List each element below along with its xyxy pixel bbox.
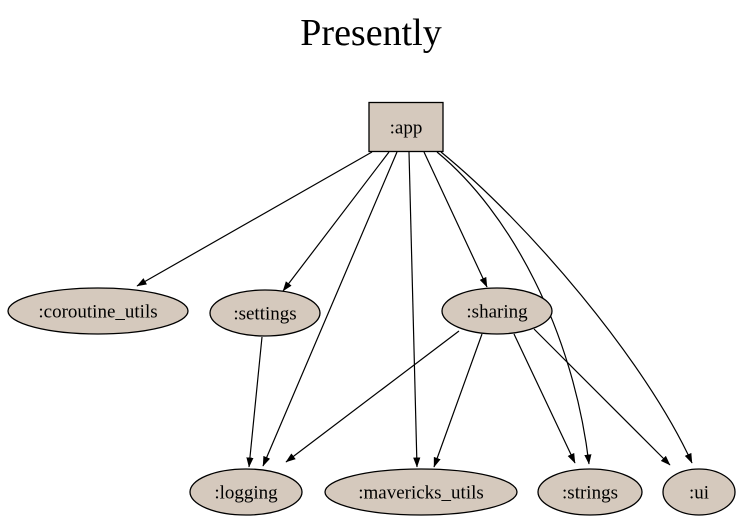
edge-sharing-to-mavericks_utils xyxy=(433,333,483,468)
node-coroutine_utils-ellipse xyxy=(7,287,189,335)
node-ui-label: :ui xyxy=(689,483,709,504)
node-ui: :ui xyxy=(662,468,736,516)
node-logging: :logging xyxy=(189,468,303,516)
edge-app-to-ui xyxy=(440,151,693,464)
node-mavericks_utils: :mavericks_utils xyxy=(324,468,518,516)
node-ui-ellipse xyxy=(662,468,736,516)
node-settings-ellipse xyxy=(209,289,321,337)
node-strings-label: :strings xyxy=(562,483,618,504)
node-app: :app xyxy=(368,101,444,153)
edge-app-to-coroutine_utils xyxy=(136,151,373,287)
edge-app-to-sharing xyxy=(423,151,488,288)
nodes-layer: :app :coroutine_utils :settings :sharing :lo… xyxy=(7,101,736,516)
node-strings-ellipse xyxy=(537,468,643,516)
edges-layer xyxy=(136,151,693,468)
node-logging-ellipse xyxy=(189,468,303,516)
node-coroutine_utils-label: :coroutine_utils xyxy=(38,302,157,323)
node-mavericks_utils-ellipse xyxy=(324,468,518,516)
node-settings-label: :settings xyxy=(233,304,296,325)
edge-app-to-mavericks_utils xyxy=(408,151,421,468)
edge-app-to-strings xyxy=(436,151,592,465)
edge-sharing-to-logging xyxy=(285,330,460,463)
node-app-label: :app xyxy=(390,118,423,139)
node-logging-label: :logging xyxy=(214,483,278,504)
edge-app-to-settings xyxy=(282,151,390,292)
edge-app-to-logging xyxy=(262,151,398,467)
node-mavericks_utils-label: :mavericks_utils xyxy=(358,483,484,504)
node-strings: :strings xyxy=(537,468,643,516)
edge-settings-to-logging xyxy=(246,336,263,468)
edge-sharing-to-ui xyxy=(533,328,671,466)
node-app-box xyxy=(368,101,444,153)
graph-title: Presently xyxy=(300,12,441,54)
node-coroutine_utils: :coroutine_utils xyxy=(7,287,189,335)
node-sharing-ellipse xyxy=(441,287,553,335)
node-sharing-label: :sharing xyxy=(466,302,528,323)
edge-sharing-to-strings xyxy=(513,333,576,464)
node-settings: :settings xyxy=(209,289,321,337)
node-sharing: :sharing xyxy=(441,287,553,335)
